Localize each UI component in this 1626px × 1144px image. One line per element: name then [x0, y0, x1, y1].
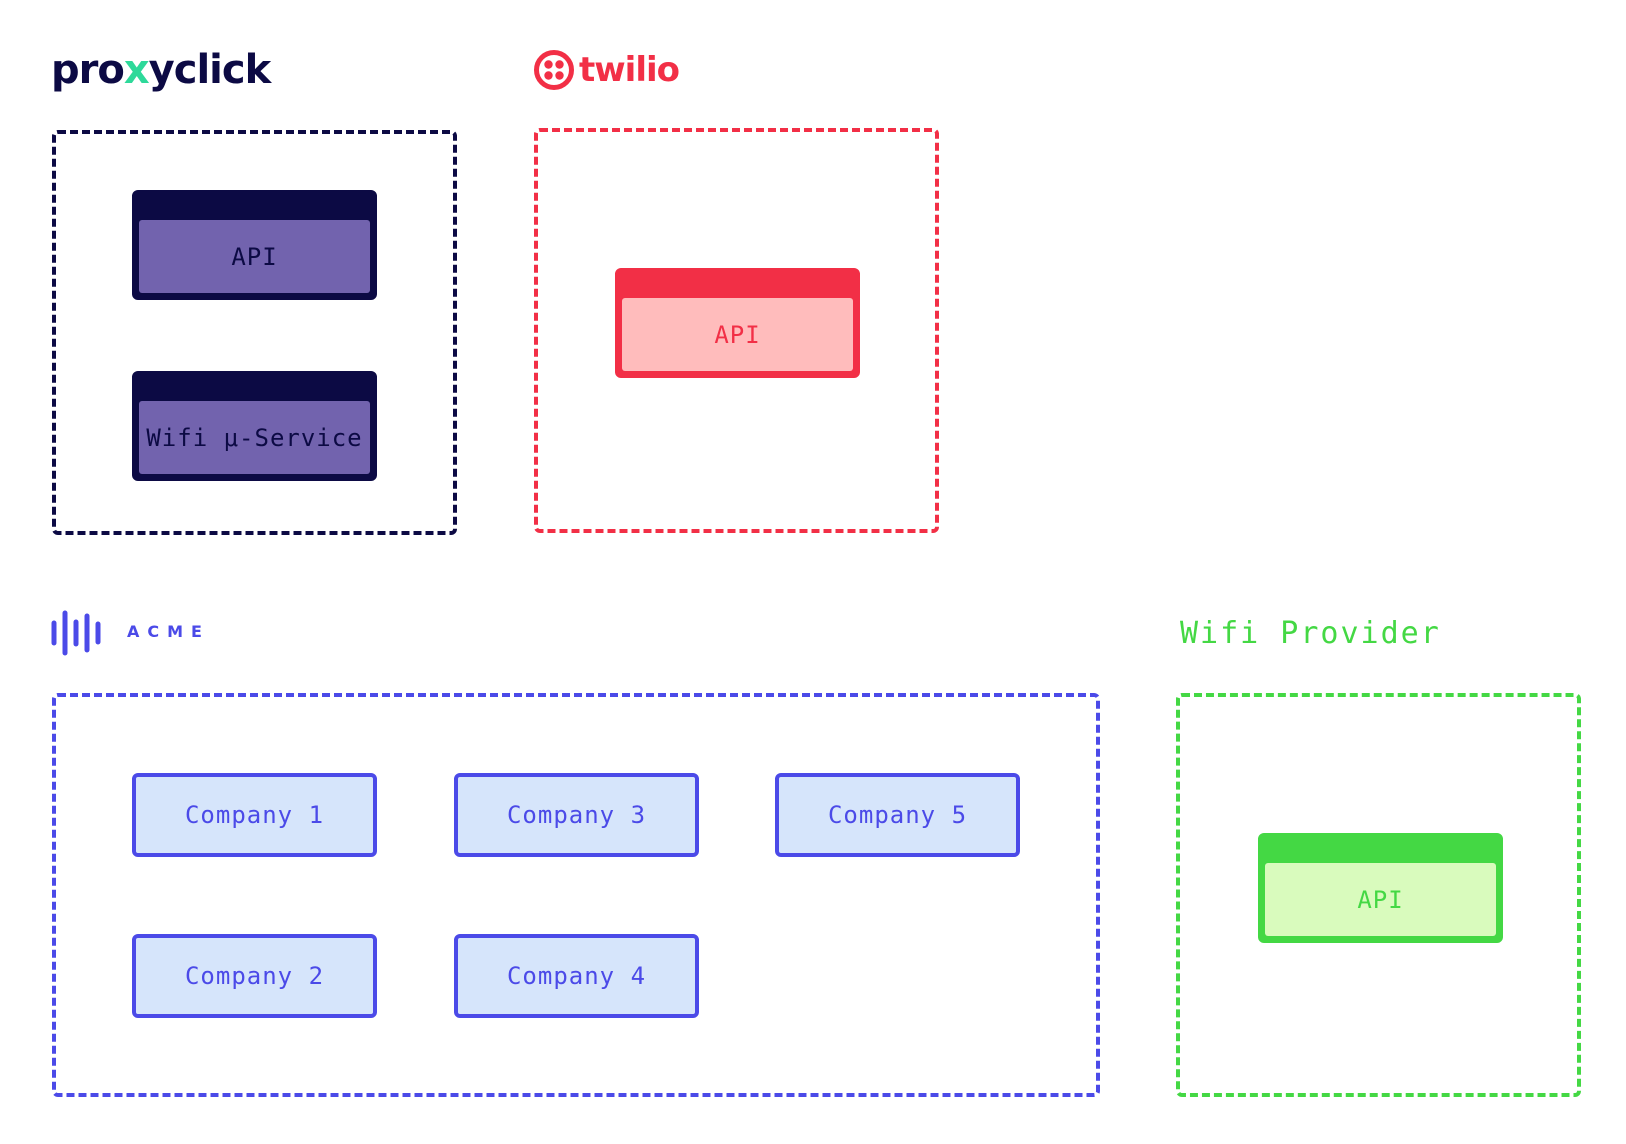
- wifi-provider-api-label: API: [1265, 863, 1496, 936]
- company-3-box: Company 3: [454, 773, 699, 857]
- wifi-provider-label: Wifi Provider: [1180, 616, 1441, 651]
- company-1-box: Company 1: [132, 773, 377, 857]
- twilio-api-label: API: [622, 298, 853, 371]
- twilio-api-component: API: [615, 268, 860, 378]
- acme-group: [52, 693, 1100, 1097]
- company-4-box: Company 4: [454, 934, 699, 1018]
- proxyclick-wifi-service-label: Wifi μ-Service: [139, 401, 370, 474]
- component-title-bar: [136, 375, 373, 401]
- acme-logo-text: ACME: [127, 622, 210, 641]
- proxyclick-group: [52, 130, 457, 535]
- proxyclick-api-component: API: [132, 190, 377, 300]
- wifi-provider-api-component: API: [1258, 833, 1503, 943]
- component-title-bar: [136, 194, 373, 220]
- proxyclick-logo-text-a: pro: [51, 47, 125, 93]
- proxyclick-logo: proxyclick: [51, 40, 272, 100]
- proxyclick-logo-text-accent: x: [123, 47, 150, 93]
- component-title-bar: [619, 272, 856, 298]
- soundwave-logo-icon: [51, 610, 101, 656]
- component-title-bar: [1262, 837, 1499, 863]
- company-5-box: Company 5: [775, 773, 1020, 857]
- proxyclick-logo-text-c: yclick: [148, 47, 272, 93]
- proxyclick-wifi-service-component: Wifi μ-Service: [132, 371, 377, 481]
- twilio-logo-icon: [534, 50, 574, 90]
- proxyclick-api-label: API: [139, 220, 370, 293]
- company-2-box: Company 2: [132, 934, 377, 1018]
- wifi-provider-group: [1176, 693, 1581, 1097]
- twilio-group: [534, 128, 939, 533]
- twilio-logo-text: twilio: [579, 50, 680, 90]
